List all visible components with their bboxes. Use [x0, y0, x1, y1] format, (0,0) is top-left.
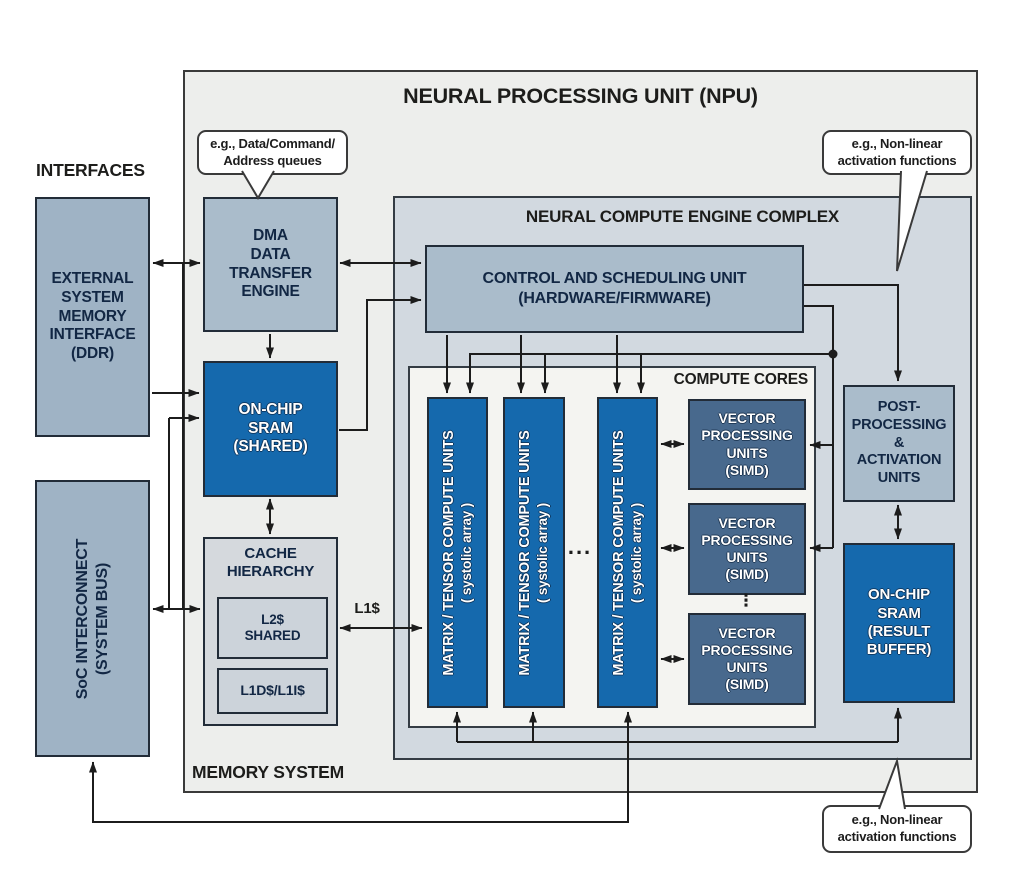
- matrix-tensor-unit-2: MATRIX / TENSOR COMPUTE UNITS ( systolic…: [503, 397, 565, 708]
- l1-cache-box: L1D$/L1I$: [217, 668, 328, 714]
- vector-processing-unit-2: VECTOR PROCESSING UNITS (SIMD): [688, 503, 806, 595]
- matrix-unit-title: MATRIX / TENSOR COMPUTE UNITS: [440, 429, 457, 676]
- vector-processing-unit-3: VECTOR PROCESSING UNITS (SIMD): [688, 613, 806, 705]
- dma-engine-box: DMA DATA TRANSFER ENGINE: [203, 197, 338, 332]
- interfaces-label: INTERFACES: [36, 160, 145, 180]
- more-vector-units-ellipsis: ⋮: [737, 591, 755, 610]
- complex-title: NEURAL COMPUTE ENGINE COMPLEX: [525, 207, 840, 226]
- matrix-unit-subtitle: ( systolic array ): [628, 502, 644, 603]
- external-memory-interface-box: EXTERNAL SYSTEM MEMORY INTERFACE (DDR): [35, 197, 150, 437]
- control-scheduling-unit-box: CONTROL AND SCHEDULING UNIT (HARDWARE/FI…: [425, 245, 804, 333]
- cache-hierarchy-title: CACHE HIERARCHY: [226, 545, 315, 580]
- post-processing-activation-box: POST- PROCESSING & ACTIVATION UNITS: [843, 385, 955, 502]
- matrix-tensor-unit-3: MATRIX / TENSOR COMPUTE UNITS ( systolic…: [597, 397, 658, 708]
- matrix-unit-subtitle: ( systolic array ): [534, 502, 550, 603]
- callout-activation-functions-bottom: e.g., Non-linear activation functions: [822, 805, 972, 853]
- l1-bus-label: L1$: [354, 600, 380, 617]
- vector-processing-unit-1: VECTOR PROCESSING UNITS (SIMD): [688, 399, 806, 490]
- npu-title: NEURAL PROCESSING UNIT (NPU): [403, 84, 758, 108]
- matrix-unit-title: MATRIX / TENSOR COMPUTE UNITS: [516, 429, 533, 676]
- soc-interconnect-label: SoC INTERCONNECT (SYSTEM BUS): [73, 538, 111, 699]
- l2-cache-box: L2$ SHARED: [217, 597, 328, 659]
- cache-hierarchy-box: CACHE HIERARCHY L2$ SHARED L1D$/L1I$: [203, 537, 338, 726]
- callout-dma-queues: e.g., Data/Command/ Address queues: [197, 130, 348, 175]
- callout-activation-functions-top: e.g., Non-linear activation functions: [822, 130, 972, 175]
- matrix-tensor-unit-1: MATRIX / TENSOR COMPUTE UNITS ( systolic…: [427, 397, 488, 708]
- soc-interconnect-box: SoC INTERCONNECT (SYSTEM BUS): [35, 480, 150, 757]
- onchip-sram-shared-box: ON-CHIP SRAM (SHARED): [203, 361, 338, 497]
- memory-system-label: MEMORY SYSTEM: [192, 762, 345, 782]
- matrix-unit-title: MATRIX / TENSOR COMPUTE UNITS: [610, 429, 627, 676]
- matrix-unit-subtitle: ( systolic array ): [458, 502, 474, 603]
- onchip-sram-result-buffer-box: ON-CHIP SRAM (RESULT BUFFER): [843, 543, 955, 703]
- more-matrix-units-ellipsis: ...: [567, 534, 593, 559]
- compute-cores-label: COMPUTE CORES: [673, 371, 809, 388]
